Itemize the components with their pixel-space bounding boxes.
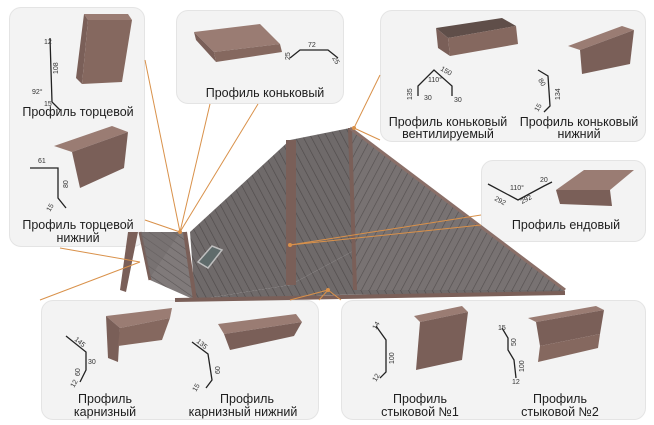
svg-text:20: 20 xyxy=(540,177,548,184)
svg-text:135: 135 xyxy=(195,338,209,351)
profile-konkovy-section: 25 72 25 xyxy=(285,42,340,66)
svg-text:292: 292 xyxy=(493,196,507,208)
ridge-line xyxy=(348,127,357,291)
svg-text:15: 15 xyxy=(534,103,544,113)
profile-stykovoy1-3d xyxy=(414,306,468,370)
svg-text:15: 15 xyxy=(498,325,506,332)
label-konkovy: Профиль коньковый xyxy=(205,86,325,100)
svg-text:15: 15 xyxy=(192,383,202,393)
profile-tortsevoy-nizhniy-section: 61 80 15 xyxy=(30,158,70,213)
profile-konkovy-vent-section: 150 110° 135 30 30 xyxy=(407,66,462,104)
roof-main-left-slope xyxy=(190,128,355,300)
eave-line xyxy=(174,291,566,302)
svg-text:50: 50 xyxy=(511,338,518,346)
profile-konkovy-nizhniy-3d xyxy=(568,26,634,74)
svg-text:25: 25 xyxy=(330,56,340,66)
svg-text:100: 100 xyxy=(519,360,526,372)
label-karnizny-1: Профиль xyxy=(78,392,132,406)
svg-text:30: 30 xyxy=(424,95,432,102)
label-stykovoy1-2: стыковой №1 xyxy=(381,405,459,419)
label-endovy: Профиль ендовый xyxy=(511,218,621,232)
callout-dot xyxy=(178,230,182,234)
svg-text:108: 108 xyxy=(53,62,60,74)
svg-text:15: 15 xyxy=(44,101,52,108)
label-karnizny-nizhniy-2: карнизный нижний xyxy=(188,405,298,419)
ridge-line xyxy=(349,126,566,292)
svg-text:12: 12 xyxy=(372,373,382,383)
profile-tortsevoy-section: 12 108 92° 15 xyxy=(32,37,61,111)
svg-text:292: 292 xyxy=(520,194,534,206)
profile-endovy-section: 110° 20 292 292 xyxy=(487,177,553,208)
profile-konkovy-vent-3d xyxy=(436,18,518,56)
svg-text:12: 12 xyxy=(44,39,52,46)
ridge-line xyxy=(183,231,197,301)
label-konkovy-nizhniy-2: нижний xyxy=(557,127,601,141)
svg-text:25: 25 xyxy=(285,52,292,60)
label-tortsevoy: Профиль торцевой xyxy=(22,105,134,119)
profile-tortsevoy-nizhniy-3d xyxy=(54,126,128,188)
profile-karnizny-nizhniy-3d xyxy=(218,314,302,350)
label-konkovy-nizhniy-1: Профиль коньковый xyxy=(519,115,639,129)
svg-text:80: 80 xyxy=(536,78,546,88)
svg-text:80: 80 xyxy=(63,180,70,188)
label-tortsevoy-nizhniy-1: Профиль торцевой xyxy=(22,218,134,232)
svg-text:15: 15 xyxy=(46,203,56,213)
svg-text:135: 135 xyxy=(407,88,414,100)
svg-text:30: 30 xyxy=(454,97,462,104)
label-tortsevoy-nizhniy-2: нижний xyxy=(56,231,100,245)
svg-text:92°: 92° xyxy=(32,88,43,96)
profile-karnizny-3d xyxy=(106,308,172,362)
svg-text:100: 100 xyxy=(389,352,396,364)
svg-text:150: 150 xyxy=(439,66,453,78)
svg-text:110°: 110° xyxy=(510,184,524,192)
profile-konkovy-nizhniy-section: 80 134 15 xyxy=(534,69,562,113)
svg-text:14: 14 xyxy=(372,321,382,331)
roof-window xyxy=(196,245,224,269)
profile-tortsevoy-3d xyxy=(76,14,132,84)
profile-endovy-3d xyxy=(556,170,634,206)
svg-text:30: 30 xyxy=(88,359,96,366)
profile-stykovoy2-section: 15 50 100 12 xyxy=(498,325,526,386)
label-stykovoy2-1: Профиль xyxy=(533,392,587,406)
label-karnizny-nizhniy-1: Профиль xyxy=(220,392,274,406)
svg-text:61: 61 xyxy=(38,158,46,165)
profile-stykovoy2-3d xyxy=(528,306,604,362)
profile-karnizny-nizhniy-section: 135 60 15 xyxy=(191,338,222,393)
chimney xyxy=(286,140,296,285)
svg-text:134: 134 xyxy=(555,88,562,100)
profile-karnizny-section: 145 30 60 12 xyxy=(65,335,96,389)
profile-stykovoy1-section: 14 100 12 xyxy=(372,321,396,383)
callout-dot xyxy=(352,126,356,130)
end-piece xyxy=(140,232,180,278)
svg-text:12: 12 xyxy=(512,379,520,386)
svg-text:145: 145 xyxy=(73,336,87,349)
svg-text:60: 60 xyxy=(215,366,222,374)
profile-konkovy-3d xyxy=(194,24,282,62)
svg-text:72: 72 xyxy=(308,42,316,49)
label-konkovy-vent-1: Профиль коньковый xyxy=(388,115,508,129)
callout-dot xyxy=(326,288,330,292)
label-konkovy-vent-2: вентилируемый xyxy=(402,127,494,141)
svg-text:110°: 110° xyxy=(428,76,442,84)
label-karnizny-2: карнизный xyxy=(73,405,137,419)
svg-text:12: 12 xyxy=(70,379,80,389)
label-stykovoy1-1: Профиль xyxy=(393,392,447,406)
label-stykovoy2-2: стыковой №2 xyxy=(521,405,599,419)
svg-text:60: 60 xyxy=(75,368,82,376)
end-piece xyxy=(120,232,138,292)
roof-front-slope xyxy=(175,250,565,300)
callout-dot xyxy=(288,243,292,247)
eave-line xyxy=(138,231,152,281)
